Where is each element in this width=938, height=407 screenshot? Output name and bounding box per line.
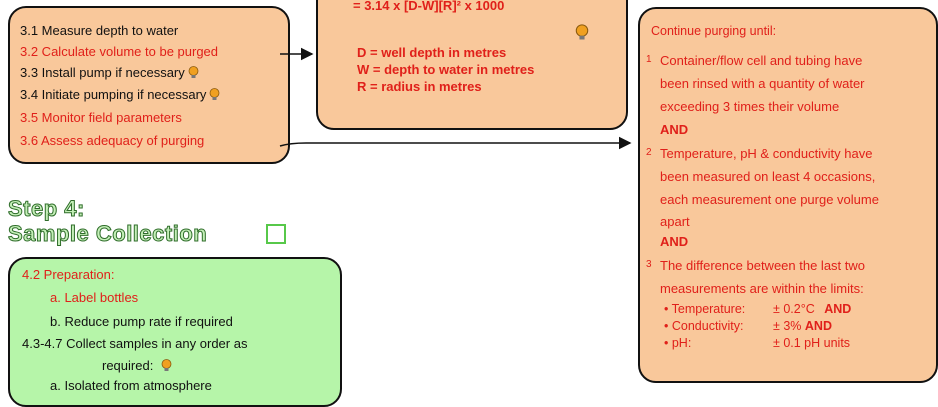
step3-item-1[interactable]: 3.1 Measure depth to water: [20, 23, 179, 38]
criterion-2-line-3: each measurement one purge volume: [660, 192, 879, 207]
lightbulb-icon[interactable]: [209, 88, 220, 101]
arrow-to-purge-criteria: [279, 136, 632, 150]
step3-task-box: [8, 6, 290, 164]
formula-d-definition: D = well depth in metres: [357, 45, 507, 60]
purge-criteria-box: [638, 7, 938, 383]
step4-complete-checkbox[interactable]: [266, 224, 286, 244]
step3-item-4[interactable]: 3.4 Initiate pumping if necessary: [20, 87, 220, 102]
limit-temperature-value: ± 0.2°C AND: [773, 302, 852, 316]
step3-item-3[interactable]: 3.3 Install pump if necessary: [20, 65, 199, 80]
criterion-1-line-1: Container/flow cell and tubing have: [660, 53, 863, 68]
criterion-1-line-3: exceeding 3 times their volume: [660, 99, 840, 114]
purge-volume-formula-box: [316, 0, 628, 130]
step4-title-line-2: Sample Collection: [7, 221, 208, 247]
limit-ph-value: ± 0.1 pH units: [773, 336, 851, 350]
volume-formula: = 3.14 x [D-W][R]² x 1000: [353, 0, 505, 13]
sample-step-4-3-a[interactable]: a. Isolated from atmosphere: [50, 378, 212, 393]
lightbulb-icon[interactable]: [575, 24, 589, 41]
limit-conductivity: • Conductivity:: [664, 319, 744, 333]
criterion-2-number: 2: [646, 147, 652, 158]
limit-temperature: • Temperature:: [664, 302, 746, 316]
criterion-3-line-1: The difference between the last two: [660, 258, 865, 273]
step3-item-2[interactable]: 3.2 Calculate volume to be purged: [20, 44, 219, 59]
purge-criteria-heading: Continue purging until:: [651, 24, 777, 38]
lightbulb-icon[interactable]: [161, 359, 172, 372]
formula-r-definition: R = radius in metres: [357, 79, 482, 94]
sample-step-4-2-b[interactable]: b. Reduce pump rate if required: [50, 314, 233, 329]
criterion-2-line-2: been measured on least 4 occasions,: [660, 169, 876, 184]
criterion-3-number: 3: [646, 259, 652, 270]
lightbulb-icon[interactable]: [188, 66, 199, 79]
criterion-2-line-4: apart: [660, 214, 690, 229]
criterion-2-line-1: Temperature, pH & conductivity have: [660, 146, 873, 161]
sample-step-4-3-4-7[interactable]: 4.3-4.7 Collect samples in any order as: [22, 336, 248, 351]
criterion-1-line-2: been rinsed with a quantity of water: [660, 76, 865, 91]
and-connector-1: AND: [660, 122, 689, 137]
sample-collection-box: [8, 257, 342, 407]
sample-step-4-3-4-7-cont: required:: [102, 358, 172, 373]
formula-w-definition: W = depth to water in metres: [357, 62, 535, 77]
sample-step-4-2-a[interactable]: a. Label bottles: [50, 290, 139, 305]
criterion-1-number: 1: [646, 54, 652, 65]
limit-conductivity-value: ± 3% AND: [773, 319, 832, 333]
sample-step-4-2[interactable]: 4.2 Preparation:: [22, 267, 115, 282]
step3-item-6[interactable]: 3.6 Assess adequacy of purging: [20, 133, 205, 148]
step3-item-5[interactable]: 3.5 Monitor field parameters: [20, 110, 182, 125]
criterion-3-line-2: measurements are within the limits:: [660, 281, 864, 296]
and-connector-2: AND: [660, 234, 689, 249]
step4-title-line-1: Step 4:: [8, 196, 85, 222]
limit-ph: • pH:: [664, 336, 692, 350]
